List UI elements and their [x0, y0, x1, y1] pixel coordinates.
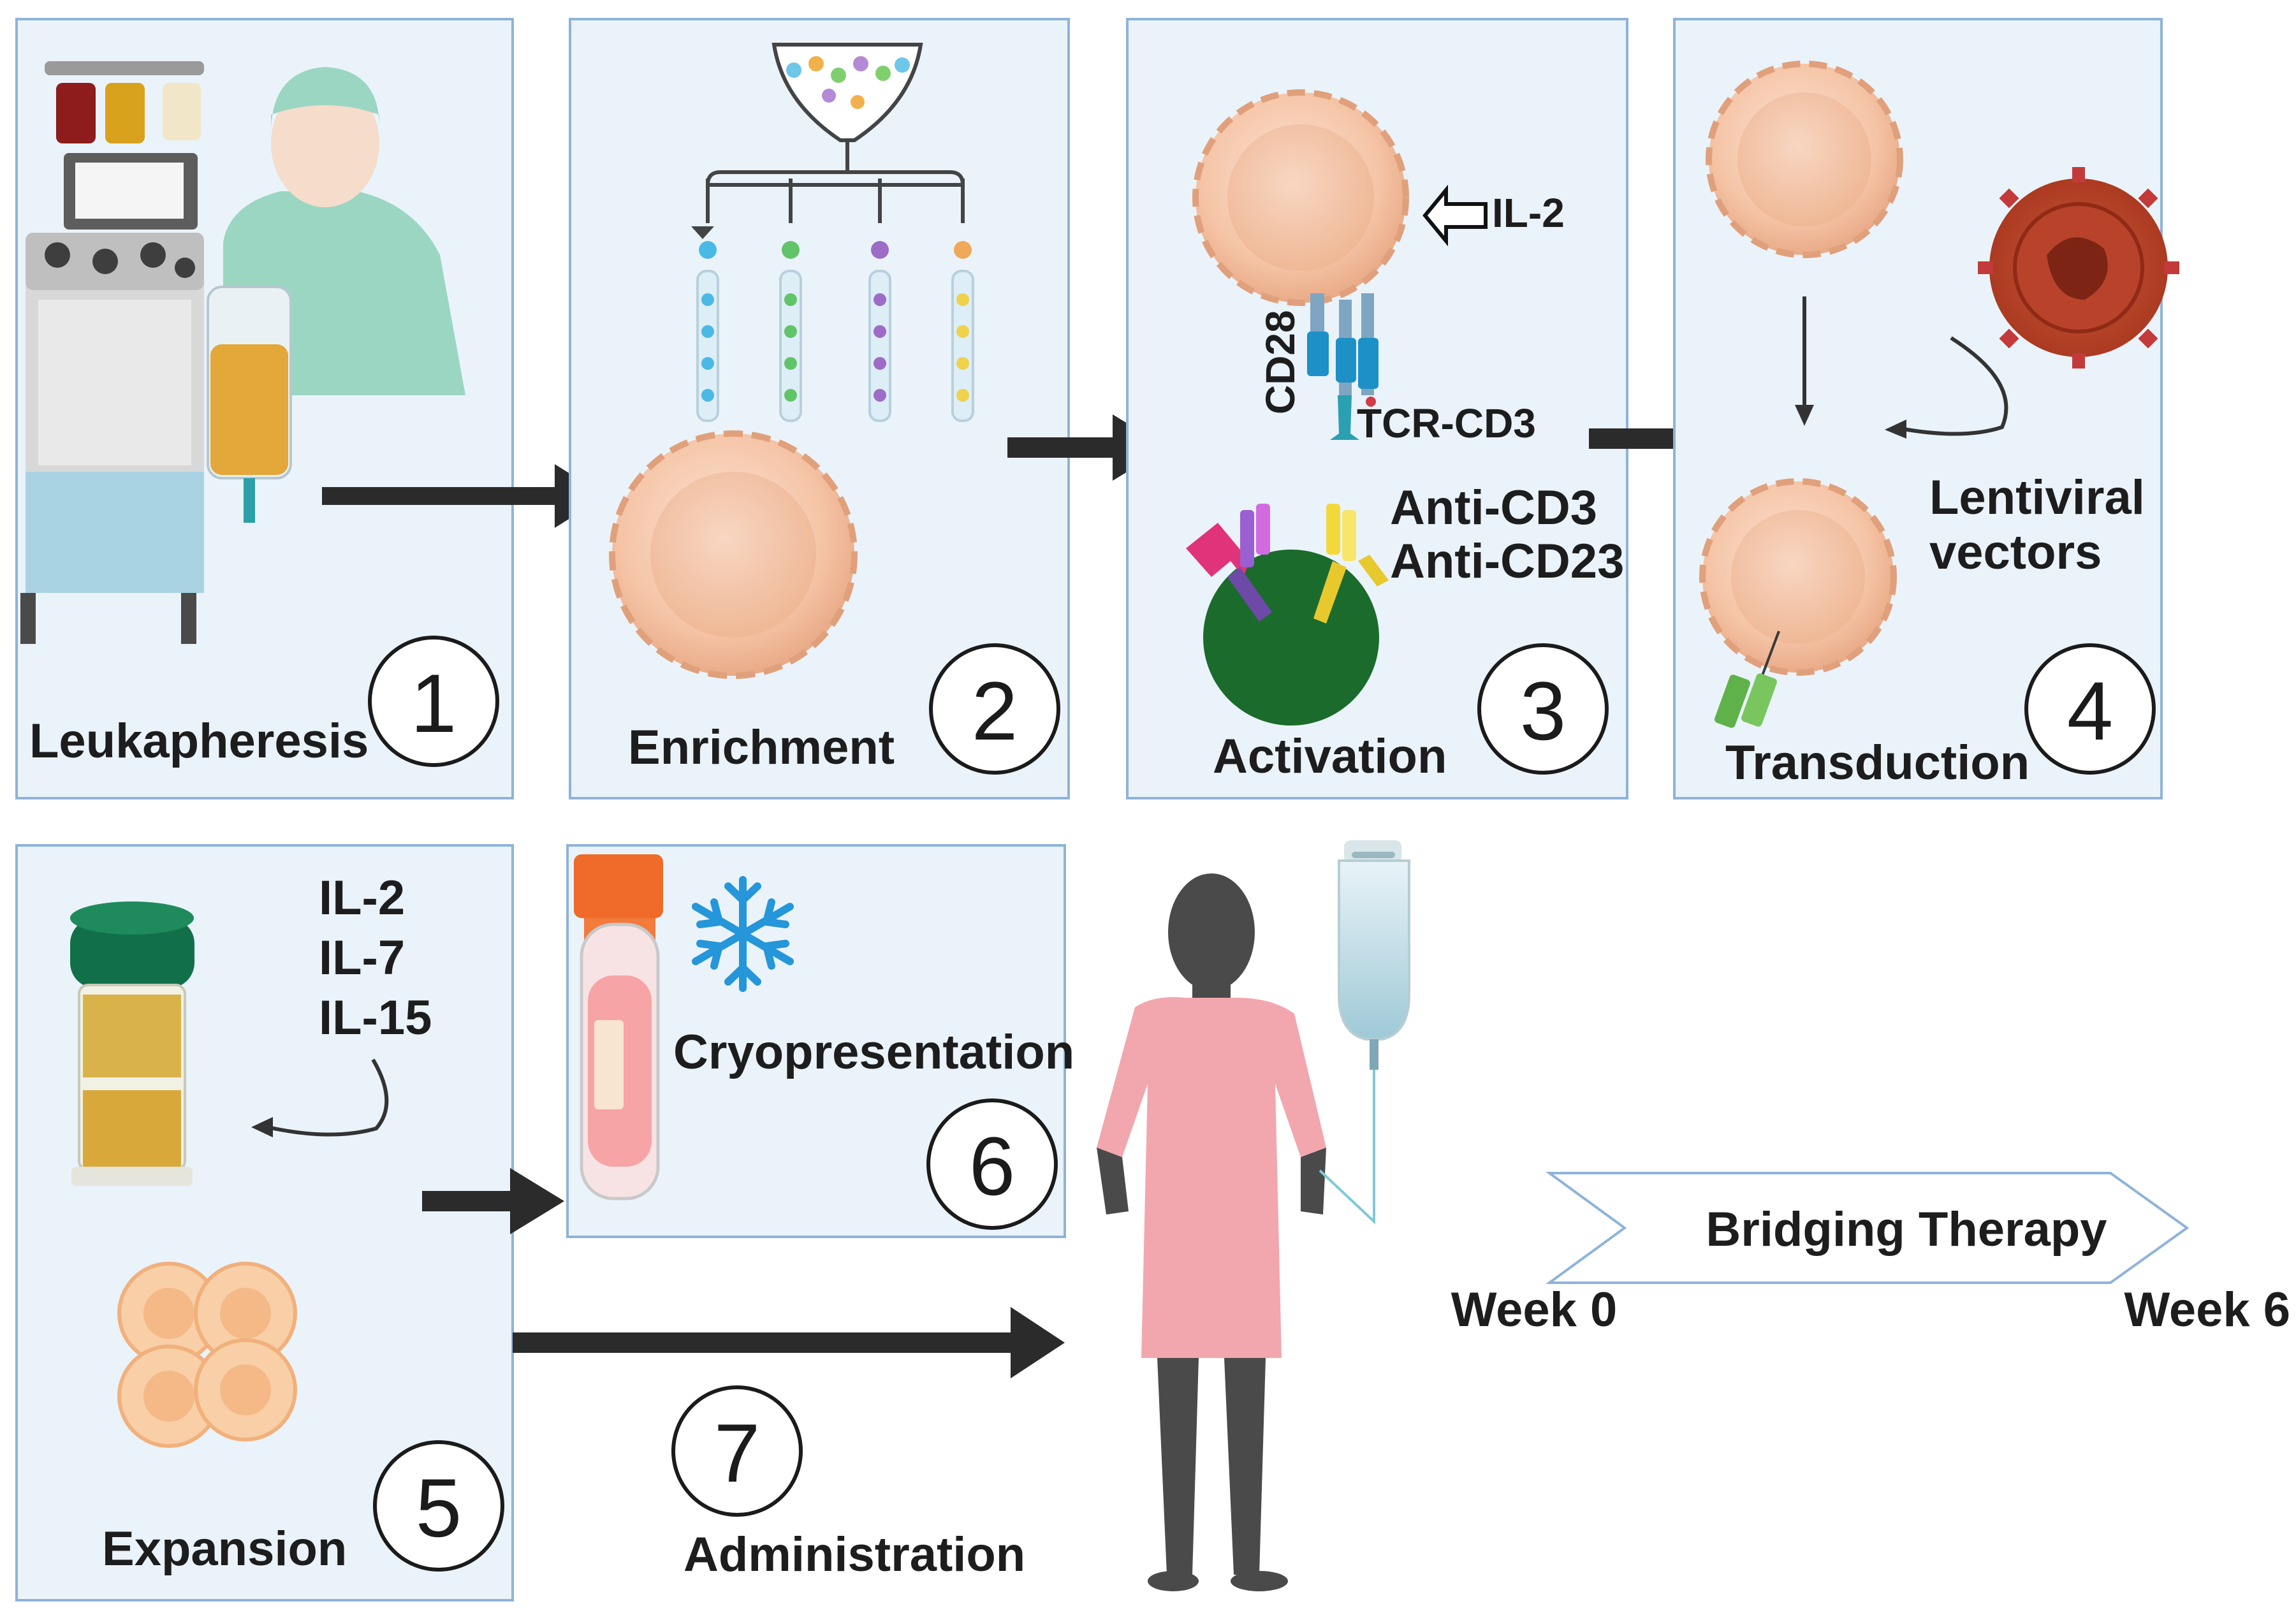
step-7-number-badge [671, 1385, 803, 1517]
expansion-cytokine-1: IL-2 [319, 871, 405, 925]
panel-transduction: Lentiviral vectors Transduction 4 [1673, 18, 2179, 799]
step-1-label: Leukapheresis [29, 714, 369, 768]
activation-tcr-label: TCR-CD3 [1357, 400, 1536, 446]
panel-cryopresentation: Cryopresentation 6 [566, 844, 1074, 1238]
activation-anti-cd3-label: Anti-CD3 [1390, 481, 1597, 535]
bridging-week-start: Week 0 [1451, 1283, 1618, 1337]
step-3-number: 3 [1520, 664, 1566, 757]
step-2-number: 2 [972, 664, 1018, 757]
step-4-number-badge [2024, 643, 2156, 775]
bridging-therapy-label: Bridging Therapy [1706, 1202, 2107, 1257]
step-7-label: Administration [684, 1528, 1025, 1582]
transduction-vectors-line-1: Lentiviral [1929, 471, 2145, 525]
panel-leukapheresis: Leukapheresis 1 [15, 18, 514, 799]
panel-expansion: IL-2 IL-7 IL-15 Expansion 5 [15, 844, 514, 1602]
cytokine-arrow-head [251, 1117, 273, 1137]
tcr-cd3-receptor-icon [1330, 293, 1378, 440]
bridging-week-end: Week 6 [2124, 1283, 2290, 1337]
step-4-label: Transduction [1725, 736, 2029, 790]
step-4-number: 4 [2067, 664, 2113, 757]
transduction-vectors-line-2: vectors [1929, 525, 2102, 580]
step-7-number: 7 [714, 1406, 760, 1500]
t-cell-icon [609, 430, 858, 679]
curved-arrow-line [1899, 336, 2008, 436]
step-2-number-badge [929, 643, 1060, 775]
step-5-number: 5 [416, 1461, 462, 1554]
expanded-cells-icon [117, 1262, 297, 1448]
activation-bead-icon [1186, 504, 1389, 726]
panel-activation: IL-2 CD28 TCR-CD3 Anti-CD3 [1126, 18, 1628, 799]
step-5-number-badge [373, 1440, 504, 1572]
il2-arrow-icon [1422, 184, 1488, 247]
step-6-label: Cryopresentation [673, 1025, 1074, 1079]
arrow-step-5-to-7 [513, 1307, 1065, 1378]
splitter-lines [706, 140, 965, 187]
expansion-cytokine-3: IL-15 [319, 991, 432, 1045]
snowflake-icon [692, 876, 794, 992]
step-1-number: 1 [411, 657, 457, 750]
activation-il2-label: IL-2 [1492, 190, 1565, 236]
lentivirus-icon [1978, 167, 2179, 369]
t-cell-icon [1192, 89, 1409, 306]
iv-bag-icon [1319, 840, 1410, 1225]
step-6-number: 6 [969, 1120, 1015, 1213]
cd28-receptor-icon [1307, 293, 1329, 376]
activation-cd28-label: CD28 [1257, 310, 1303, 414]
cryovial-icon [574, 854, 663, 1200]
step-5-label: Expansion [102, 1522, 347, 1576]
culture-bottle-icon [70, 901, 194, 1186]
apheresis-machine-icon [20, 61, 204, 644]
administration-step: 7 Administration [671, 1385, 1025, 1582]
step-6-number-badge [926, 1098, 1058, 1230]
step-2-label: Enrichment [628, 720, 895, 775]
arrow-step-1-to-2 [322, 464, 606, 528]
curved-arrow-head [1885, 420, 1906, 439]
activation-anti-cd23-label: Anti-CD23 [1390, 534, 1624, 588]
cytokine-arrow-line [267, 1058, 389, 1137]
step-3-label: Activation [1213, 729, 1447, 784]
t-cell-icon [1706, 61, 1903, 258]
step-1-number-badge [368, 636, 499, 767]
expansion-cytokine-2: IL-7 [319, 931, 405, 985]
down-arrow-head [1795, 405, 1814, 426]
patient-icon [1097, 873, 1326, 1591]
arrow-step-5-to-6 [422, 1168, 564, 1234]
sorting-tubes-icon [691, 179, 974, 422]
funnel-icon [771, 43, 923, 142]
bridging-therapy-timeline: Bridging Therapy Week 0 Week 6 [1451, 1172, 2290, 1337]
step-3-number-badge [1477, 643, 1609, 775]
transduced-t-cell-icon [1699, 478, 1897, 728]
bridging-therapy-banner [1545, 1172, 2190, 1284]
panel-enrichment: Enrichment 2 [569, 18, 1070, 799]
blood-collection-bag-icon [207, 286, 292, 523]
